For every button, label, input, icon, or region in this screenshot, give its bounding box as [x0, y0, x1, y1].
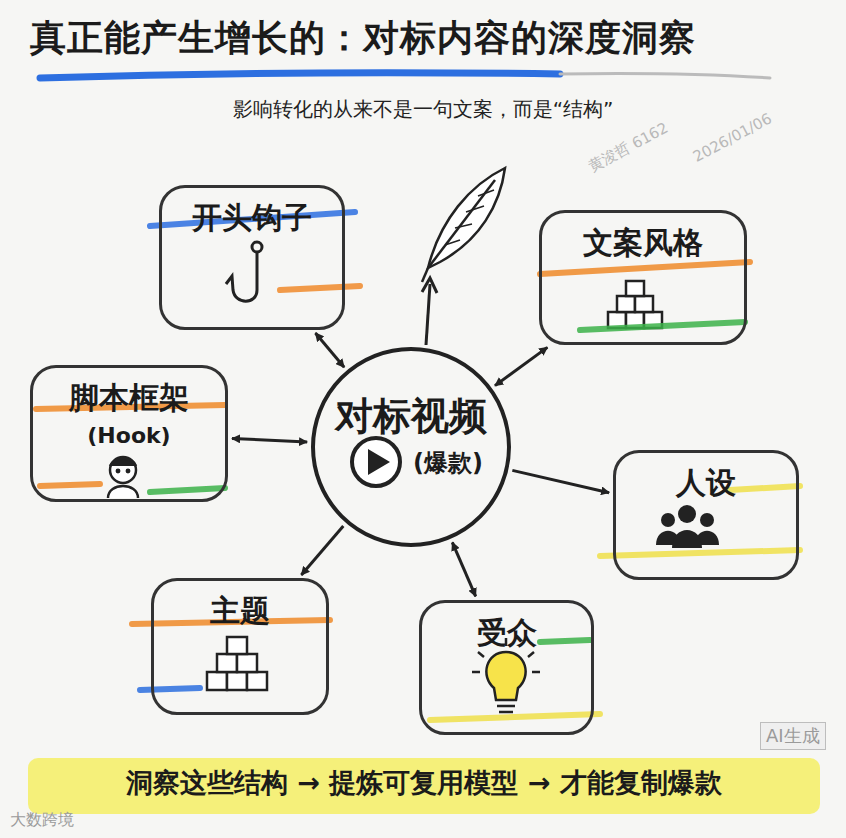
- node-heading: 人设: [616, 463, 796, 504]
- node-heading: 文案风格: [542, 223, 744, 264]
- node-subtext: (Hook): [33, 423, 225, 448]
- watermark-label: 2026/01/06: [690, 109, 775, 165]
- watermark-label: AI生成: [760, 722, 826, 750]
- group-icon: [656, 505, 719, 548]
- topic-box: 人设: [613, 450, 799, 580]
- topic-box: 受众: [419, 600, 594, 735]
- node-heading: 主题: [154, 591, 326, 632]
- connector-arrow: [301, 526, 343, 575]
- blocks-icon: [207, 637, 267, 690]
- highlight-strokes: [36, 212, 800, 720]
- feather-arrow: [426, 284, 430, 345]
- caption-band: [28, 758, 820, 814]
- blocks-icon: [608, 281, 662, 328]
- video-circle: 对标视频 (爆款): [311, 347, 511, 547]
- subtitle: 影响转化的从来不是一句文案，而是“结构”: [0, 96, 846, 123]
- node-heading: 受众: [422, 613, 591, 654]
- title-underline: [560, 74, 770, 79]
- connector-arrow: [315, 333, 344, 367]
- watermark-label: 大数跨境: [10, 810, 74, 831]
- feather-icon: [422, 168, 505, 282]
- node-heading: 开头钩子: [162, 198, 342, 239]
- feather-arrow: [422, 278, 437, 293]
- connector-arrow: [452, 542, 475, 596]
- node-subtext: (爆款): [413, 447, 483, 479]
- topic-box: 主题: [151, 578, 329, 715]
- person-icon: [108, 457, 138, 498]
- node-heading: 对标视频: [315, 391, 507, 442]
- node-heading: 脚本框架: [33, 378, 225, 419]
- topic-box: 开头钩子: [159, 185, 345, 330]
- title-underline: [40, 73, 560, 78]
- connector-arrow: [512, 470, 609, 492]
- connector-arrow: [495, 347, 547, 385]
- watermark-label: 黄浚哲 6162: [585, 119, 672, 177]
- connector-arrow: [232, 438, 307, 442]
- hook-icon: [226, 242, 262, 301]
- topic-box: 文案风格: [539, 210, 747, 345]
- play-icon: [352, 438, 400, 486]
- caption: 洞察这些结构 → 提炼可复用模型 → 才能复制爆款: [28, 765, 820, 801]
- topic-box: 脚本框架 (Hook): [30, 365, 228, 502]
- title: 真正能产生增长的：对标内容的深度洞察: [30, 14, 696, 63]
